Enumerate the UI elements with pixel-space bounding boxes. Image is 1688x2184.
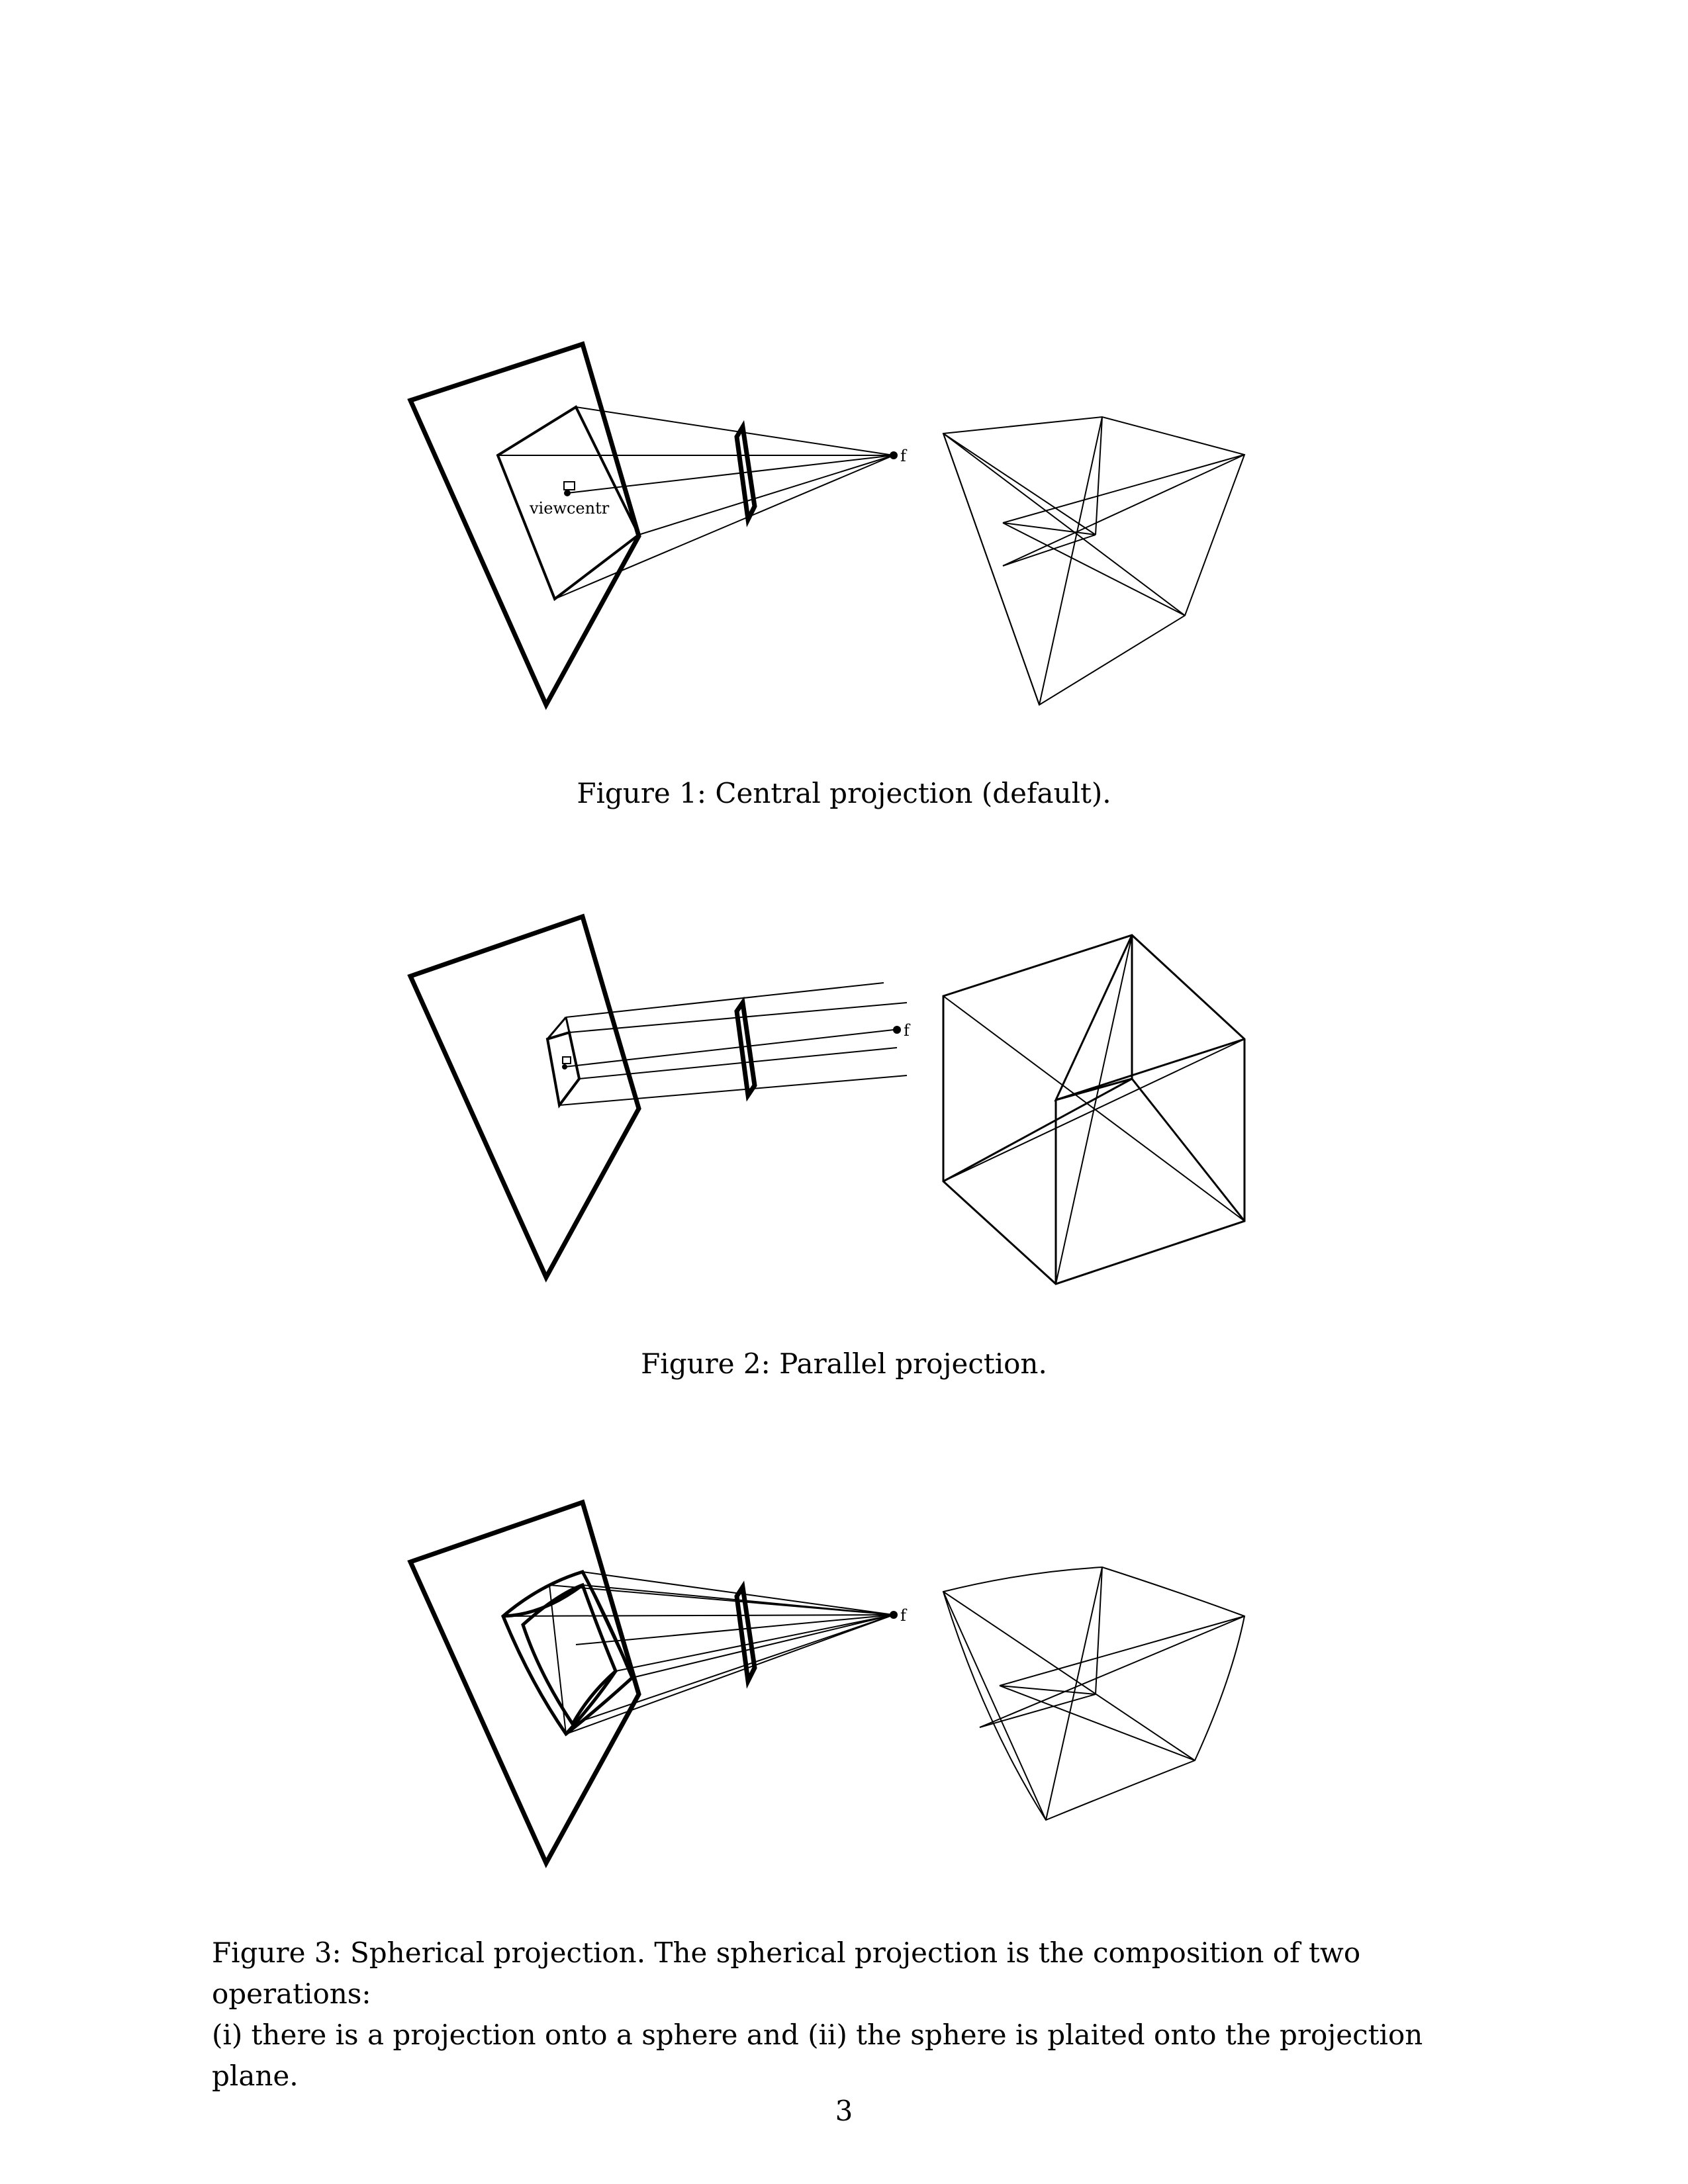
object-box (734, 996, 757, 1102)
focal-label: f (900, 1606, 908, 1625)
projected-cube (942, 1566, 1246, 1821)
figure-1-drawing: viewcentr f (407, 341, 1246, 710)
projection-rays (559, 982, 908, 1106)
figure-3-caption-line-1: Figure 3: Spherical projection. The sphe… (212, 1936, 1361, 2010)
projection-plane (407, 1499, 641, 1868)
viewcentre-marker (563, 481, 575, 490)
projection-rays (502, 1571, 894, 1735)
figure-3-caption: Figure 3: Spherical projection. The sphe… (212, 1933, 1476, 2097)
figure-2-caption: Figure 2: Parallel projection. (641, 1347, 1047, 1380)
figure-3-drawing: f (407, 1499, 1246, 1868)
projection-plane (407, 913, 641, 1283)
figure-2: f Figure 2: Parallel projection. (0, 827, 1688, 1423)
focal-point (893, 1026, 901, 1034)
focal-label: f (900, 447, 908, 465)
figure-3: f Figure 3: Spherical projection. The sp… (0, 1423, 1688, 2092)
page-number: 3 (835, 2095, 853, 2127)
projected-image (501, 1570, 634, 1737)
viewcentre-label: viewcentr (529, 499, 610, 518)
figure-2-drawing: f (407, 913, 1246, 1285)
object-box (734, 1580, 757, 1689)
focal-point (890, 1611, 898, 1619)
projected-cube (942, 416, 1246, 706)
projection-rays (498, 406, 894, 600)
figure-1: viewcentr f Figure 1: (0, 0, 1688, 827)
figure-3-caption-line-2: (i) there is a projection onto a sphere … (212, 2019, 1423, 2092)
figure-1-caption: Figure 1: Central projection (default). (577, 777, 1111, 809)
object-box (734, 420, 757, 527)
focal-label: f (904, 1021, 911, 1040)
focal-point (890, 451, 898, 459)
